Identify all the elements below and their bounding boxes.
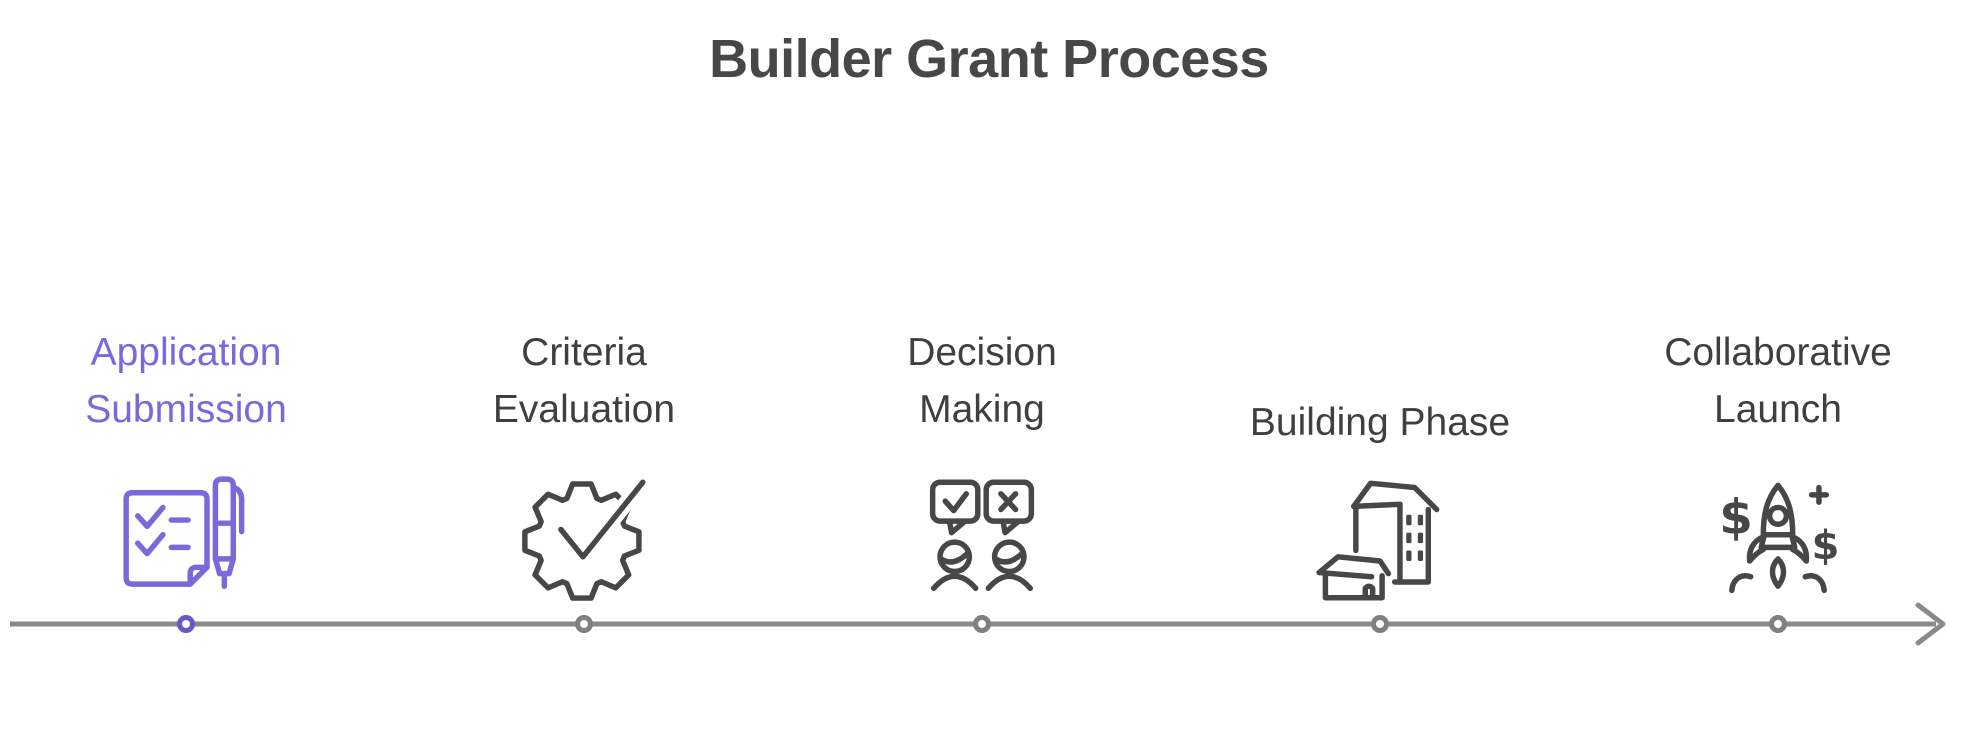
discussion-approve-reject-icon [919,476,1045,604]
step-collaborative-launch: Collaborative Launch $ $ [1579,322,1977,604]
timeline-arrowhead-icon [1915,602,1946,646]
step-application-submission: Application Submission [0,322,385,604]
step-label-line2: Evaluation [492,388,676,431]
step-label-line2: Launch [1714,388,1842,431]
page-title: Builder Grant Process [709,29,1269,89]
step-criteria-evaluation: Criteria Evaluation [385,322,783,604]
timeline-node-4 [1371,615,1389,633]
step-label: Application Submission [0,322,385,438]
step-label-line1: Building Phase [1249,401,1511,444]
step-building-phase: Building Phase [1181,322,1579,604]
step-decision-making: Decision Making [783,322,1181,604]
rocket-funding-icon: $ $ [1715,476,1841,604]
timeline-node-3 [973,615,991,633]
step-label: Collaborative Launch [1579,322,1977,438]
buildings-icon [1316,476,1443,604]
dollar-sign-right: $ [1812,523,1840,569]
dollar-sign-left: $ [1719,490,1753,546]
checklist-pen-icon [123,476,249,604]
timeline-node-1 [177,615,195,633]
step-label: Decision Making [783,322,1181,438]
step-label-line1: Criteria [521,331,647,374]
gear-check-icon [521,474,651,604]
process-steps: Application Submission [0,322,1977,604]
timeline-node-5 [1769,615,1787,633]
step-label: Building Phase [1181,335,1579,451]
step-label-line1: Application [90,331,282,374]
step-label-line1: Decision [907,331,1057,374]
step-label-line2: Making [919,388,1045,431]
step-label: Criteria Evaluation [385,322,783,438]
step-label-line1: Collaborative [1664,331,1892,374]
timeline-node-2 [575,615,593,633]
step-label-line2: Submission [85,388,287,431]
